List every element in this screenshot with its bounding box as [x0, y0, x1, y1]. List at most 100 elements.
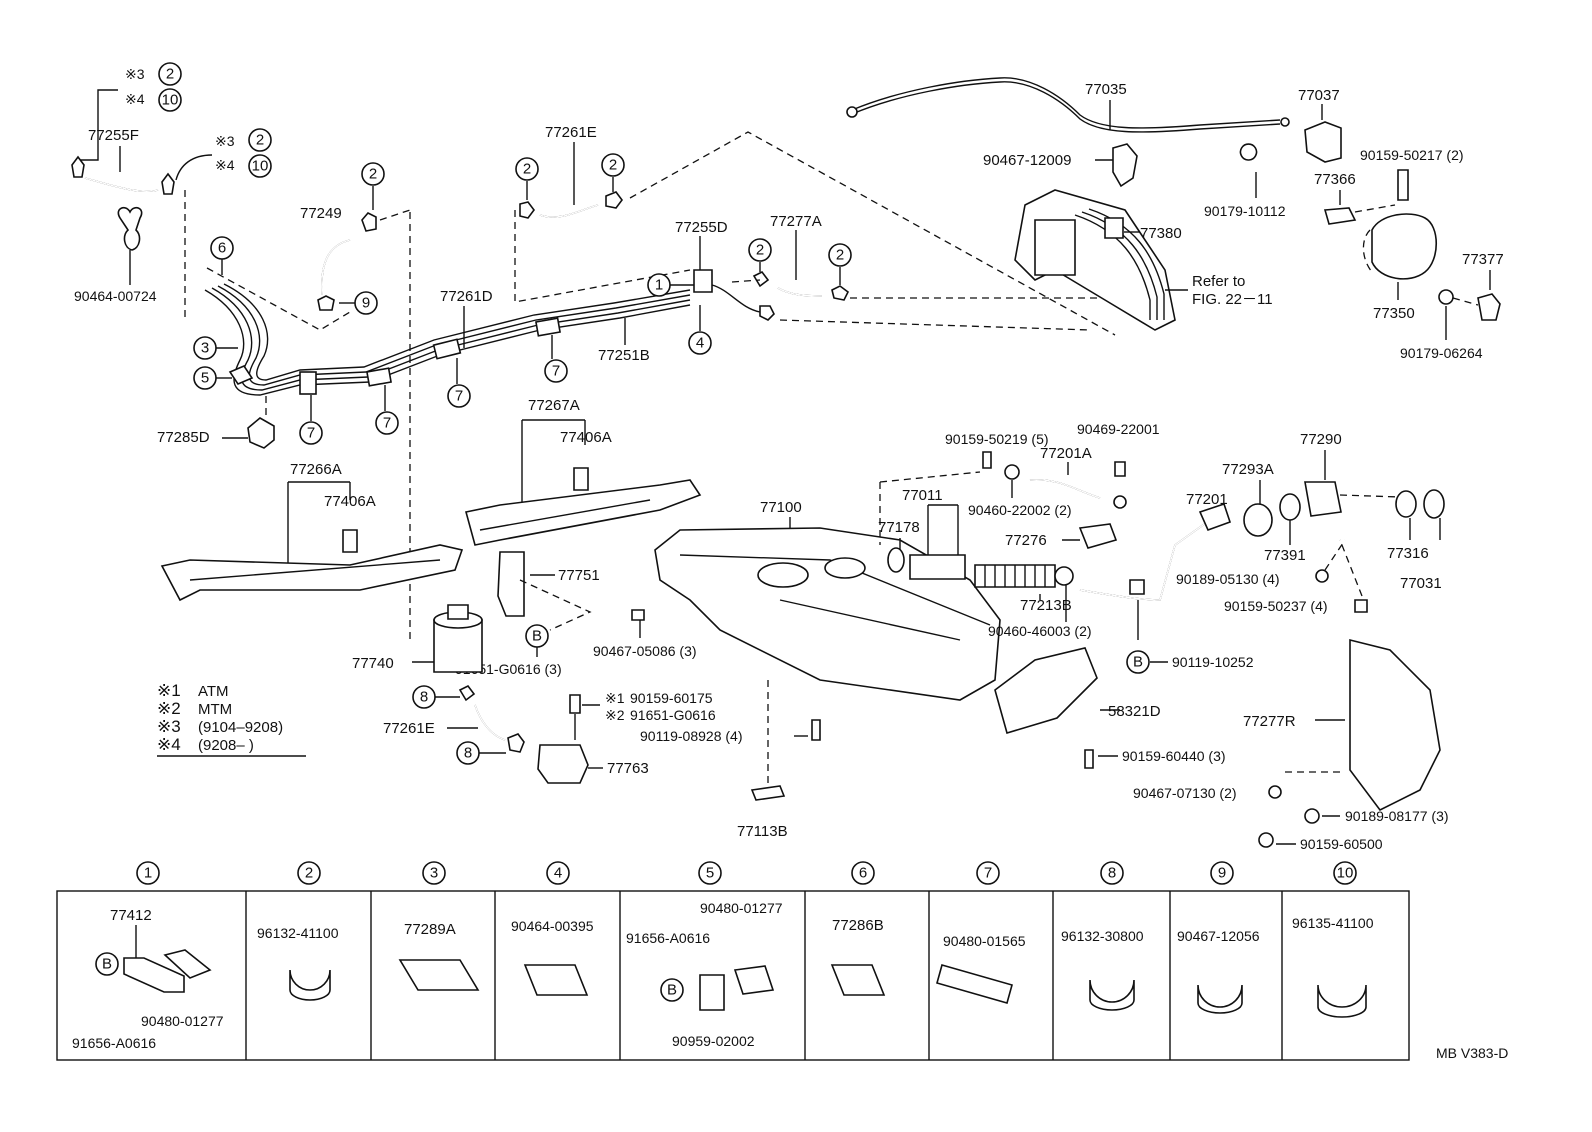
- screw-90159-50217: [1397, 169, 1409, 201]
- callout-10-a[interactable]: 10: [158, 88, 182, 112]
- callout-6-a[interactable]: 6: [210, 236, 234, 260]
- clip-icon-i: [458, 684, 476, 702]
- clamp-7-c: [432, 338, 462, 360]
- svg-text:8: 8: [420, 689, 428, 706]
- table-header-9: 9: [1210, 861, 1234, 885]
- note-4-label: ※4: [125, 91, 145, 107]
- label-90467-12009: 90467-12009: [983, 152, 1071, 169]
- label-77406A-b: 77406A: [324, 493, 376, 510]
- callout-7-d[interactable]: 7: [544, 359, 568, 383]
- svg-text:B: B: [667, 982, 677, 999]
- label-90159-50237: 90159-50237 (4): [1224, 598, 1328, 614]
- label-77377: 77377: [1462, 251, 1504, 268]
- parts-table: 1 2 3 4 5 6 7 8 9 10 77412 B 90480-01277…: [56, 861, 1410, 1061]
- label-77316: 77316: [1387, 545, 1429, 562]
- svg-text:B: B: [102, 956, 112, 973]
- callout-2-b[interactable]: 2: [248, 128, 272, 152]
- label-90159-60500: 90159-60500: [1300, 836, 1383, 852]
- label-77201A: 77201A: [1040, 445, 1092, 462]
- table-header-8: 8: [1100, 861, 1124, 885]
- cell-1-part-c: 91656-A0616: [72, 1035, 156, 1051]
- label-77213B: 77213B: [1020, 597, 1072, 614]
- tube-77011: [909, 554, 966, 580]
- clip-icon-h: [831, 285, 850, 301]
- label-77380: 77380: [1140, 225, 1182, 242]
- callout-8-a[interactable]: 8: [412, 685, 436, 709]
- clip-icon-d: [317, 295, 335, 311]
- label-90179-06264: 90179-06264: [1400, 345, 1483, 361]
- canister-valve: [447, 604, 469, 620]
- clamp-90467-12009: [1112, 143, 1138, 188]
- label-77285D: 77285D: [157, 429, 210, 446]
- table-header-7: 7: [976, 861, 1000, 885]
- cell-6-part: 77286B: [832, 917, 884, 934]
- svg-text:9: 9: [362, 295, 370, 312]
- svg-text:9: 9: [1218, 865, 1226, 882]
- nut-90189-05130: [1315, 569, 1329, 583]
- callout-10-b[interactable]: 10: [248, 154, 272, 178]
- bracket-77366: [1323, 207, 1357, 225]
- top-right-group: 77035 77037 90467-12009 90179-10112 9015…: [846, 77, 1504, 361]
- label-77763: 77763: [607, 760, 649, 777]
- cell-1-icon: [123, 957, 185, 993]
- callout-5-a[interactable]: 5: [193, 366, 217, 390]
- svg-text:7: 7: [383, 415, 391, 432]
- svg-text:8: 8: [1108, 865, 1116, 882]
- cell-1-B: B: [95, 952, 119, 976]
- label-90189-05130: 90189-05130 (4): [1176, 571, 1280, 587]
- brackets-group: 77267A 77406A 77266A 77406A 77751 B 9165…: [160, 397, 702, 677]
- callout-9-a[interactable]: 9: [354, 291, 378, 315]
- callout-8-b[interactable]: 8: [456, 741, 480, 765]
- legend-mark-3: ※3: [157, 717, 181, 736]
- svg-text:2: 2: [369, 166, 377, 183]
- svg-text:1: 1: [144, 865, 152, 882]
- svg-text:4: 4: [554, 865, 562, 882]
- callout-B-a[interactable]: B: [525, 624, 549, 648]
- clamp-b: [1113, 495, 1127, 509]
- canister-group: 77740 8 77261E 8 ※1 90159-60175 ※2 91651…: [352, 604, 716, 784]
- label-77391: 77391: [1264, 547, 1306, 564]
- callout-2-c[interactable]: 2: [361, 162, 385, 186]
- label-77277A: 77277A: [770, 213, 822, 230]
- callout-7-a[interactable]: 7: [299, 421, 323, 445]
- screw-90159-50219: [982, 451, 992, 469]
- svg-text:2: 2: [256, 132, 264, 149]
- callout-2-e[interactable]: 2: [601, 153, 625, 177]
- bracket-77266a: [160, 544, 464, 602]
- legend-text-2: MTM: [198, 701, 232, 718]
- cell-4-icon: [523, 964, 589, 996]
- fuel-lid-77350: [1371, 213, 1437, 280]
- callout-2-a[interactable]: 2: [158, 62, 182, 86]
- clip-icon-b: [161, 172, 175, 195]
- table-header-2: 2: [297, 861, 321, 885]
- tank-opening: [757, 562, 809, 588]
- callout-2-d[interactable]: 2: [515, 157, 539, 181]
- callout-2-g[interactable]: 2: [828, 243, 852, 267]
- cell-5-icon: [699, 974, 725, 1011]
- callout-1-a[interactable]: 1: [647, 273, 671, 297]
- latch-77037: [1304, 121, 1342, 163]
- callout-2-f[interactable]: 2: [748, 238, 772, 262]
- table-frame: [56, 890, 1410, 1061]
- bracket-77255d: [693, 269, 713, 293]
- label-77249: 77249: [300, 205, 342, 222]
- svg-text:10: 10: [252, 158, 269, 175]
- nut-90467-07130: [1268, 785, 1282, 799]
- callout-7-c[interactable]: 7: [447, 384, 471, 408]
- label-77751: 77751: [558, 567, 600, 584]
- bolt-77763: [569, 694, 581, 714]
- callout-4-a[interactable]: 4: [688, 331, 712, 355]
- bracket-filler: [1129, 579, 1145, 595]
- callout-7-b[interactable]: 7: [375, 411, 399, 435]
- clamp-77285d: [247, 417, 275, 449]
- callout-B-b[interactable]: B: [1126, 650, 1150, 674]
- filter-77380: [1104, 217, 1124, 239]
- label-90159-60175: 90159-60175: [630, 690, 713, 706]
- label-90467-05086: 90467-05086 (3): [593, 643, 697, 659]
- screw-90159-50237: [1354, 599, 1368, 613]
- svg-text:2: 2: [756, 242, 764, 259]
- svg-text:B: B: [1133, 654, 1143, 671]
- callout-3-a[interactable]: 3: [193, 336, 217, 360]
- label-90467-07130: 90467-07130 (2): [1133, 785, 1237, 801]
